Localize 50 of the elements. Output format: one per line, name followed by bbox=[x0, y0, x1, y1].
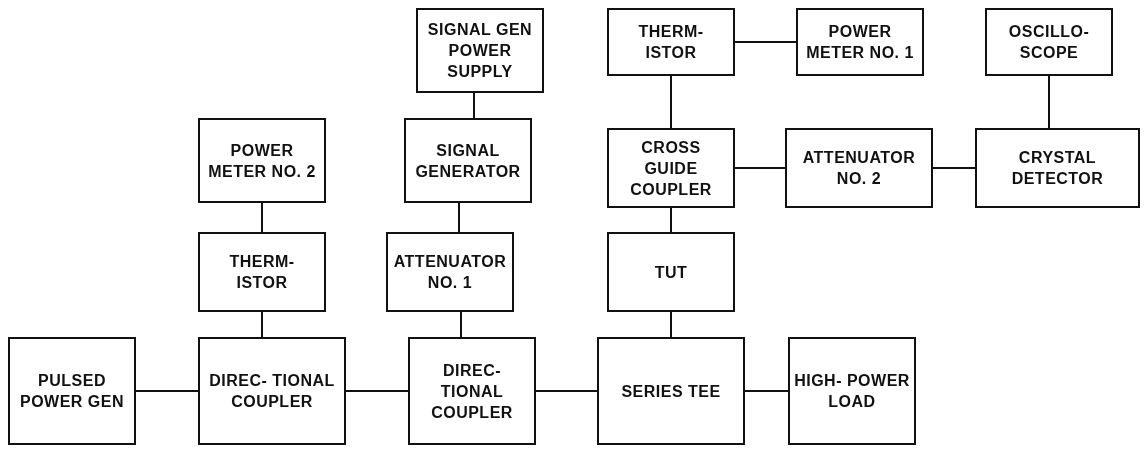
block-box bbox=[198, 232, 326, 312]
connector-line bbox=[670, 207, 672, 233]
block-label: POWER METER NO. 1 bbox=[805, 22, 915, 63]
connector-line bbox=[744, 390, 789, 392]
block-box bbox=[597, 337, 745, 445]
block-label: ATTENUATOR NO. 1 bbox=[392, 252, 508, 293]
block-label: THERM- ISTOR bbox=[228, 252, 296, 293]
connector-line bbox=[261, 311, 263, 338]
block-box bbox=[198, 337, 346, 445]
block-box bbox=[607, 8, 735, 76]
connector-line bbox=[473, 92, 475, 119]
connector-line bbox=[345, 390, 409, 392]
block-label: CROSS GUIDE COUPLER bbox=[629, 137, 713, 200]
block-label: TUT bbox=[653, 262, 689, 283]
connector-line bbox=[535, 390, 598, 392]
block-box bbox=[386, 232, 514, 312]
block-label: PULSED POWER GEN bbox=[18, 371, 126, 412]
block-label: POWER METER NO. 2 bbox=[207, 140, 317, 182]
block-box bbox=[788, 337, 916, 445]
block-label: HIGH- POWER LOAD bbox=[793, 371, 911, 412]
block-box bbox=[416, 8, 544, 93]
block-label: THERM- ISTOR bbox=[637, 22, 705, 63]
block-label: DIREC- TIONAL COUPLER bbox=[208, 371, 336, 412]
block-box bbox=[607, 232, 735, 312]
connector-line bbox=[458, 202, 460, 233]
block-box bbox=[796, 8, 924, 76]
block-box bbox=[607, 128, 735, 208]
connector-line bbox=[460, 311, 462, 338]
block-label: OSCILLO- SCOPE bbox=[1007, 22, 1091, 63]
connector-line bbox=[670, 75, 672, 129]
connector-line bbox=[1048, 75, 1050, 129]
connector-line bbox=[932, 167, 976, 169]
block-label: CRYSTAL DETECTOR bbox=[1010, 148, 1105, 189]
block-box bbox=[975, 128, 1140, 208]
connector-line bbox=[670, 311, 672, 338]
block-box bbox=[198, 118, 326, 203]
block-box bbox=[985, 8, 1113, 76]
block-label: DIREC- TIONAL COUPLER bbox=[430, 360, 514, 423]
block-box bbox=[408, 337, 536, 445]
block-box bbox=[785, 128, 933, 208]
connector-line bbox=[261, 202, 263, 233]
block-label: SIGNAL GEN POWER SUPPLY bbox=[426, 20, 534, 82]
block-label: SERIES TEE bbox=[620, 381, 722, 402]
connector-line bbox=[734, 167, 786, 169]
block-label: SIGNAL GENERATOR bbox=[414, 140, 522, 182]
block-label: ATTENUATOR NO. 2 bbox=[801, 148, 917, 189]
connector-line bbox=[135, 390, 199, 392]
block-box bbox=[8, 337, 136, 445]
block-box bbox=[404, 118, 532, 203]
connector-line bbox=[734, 41, 797, 43]
